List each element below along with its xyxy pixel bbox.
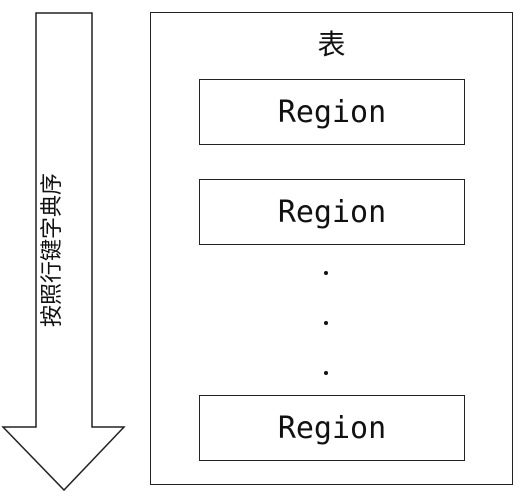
region-box: Region (199, 395, 465, 461)
region-box: Region (199, 79, 465, 145)
ellipsis-dot (324, 371, 328, 375)
table-title: 表 (317, 28, 346, 61)
ellipsis-dot (324, 321, 328, 325)
arrow-label-container: 按照行键字典序 (10, 150, 90, 350)
sort-order-arrow-icon (1, 12, 126, 492)
region-box: Region (199, 179, 465, 245)
ellipsis-dot (324, 271, 328, 275)
table-box: 表 Region Region Region (150, 12, 513, 485)
arrow-label: 按照行键字典序 (40, 172, 66, 328)
